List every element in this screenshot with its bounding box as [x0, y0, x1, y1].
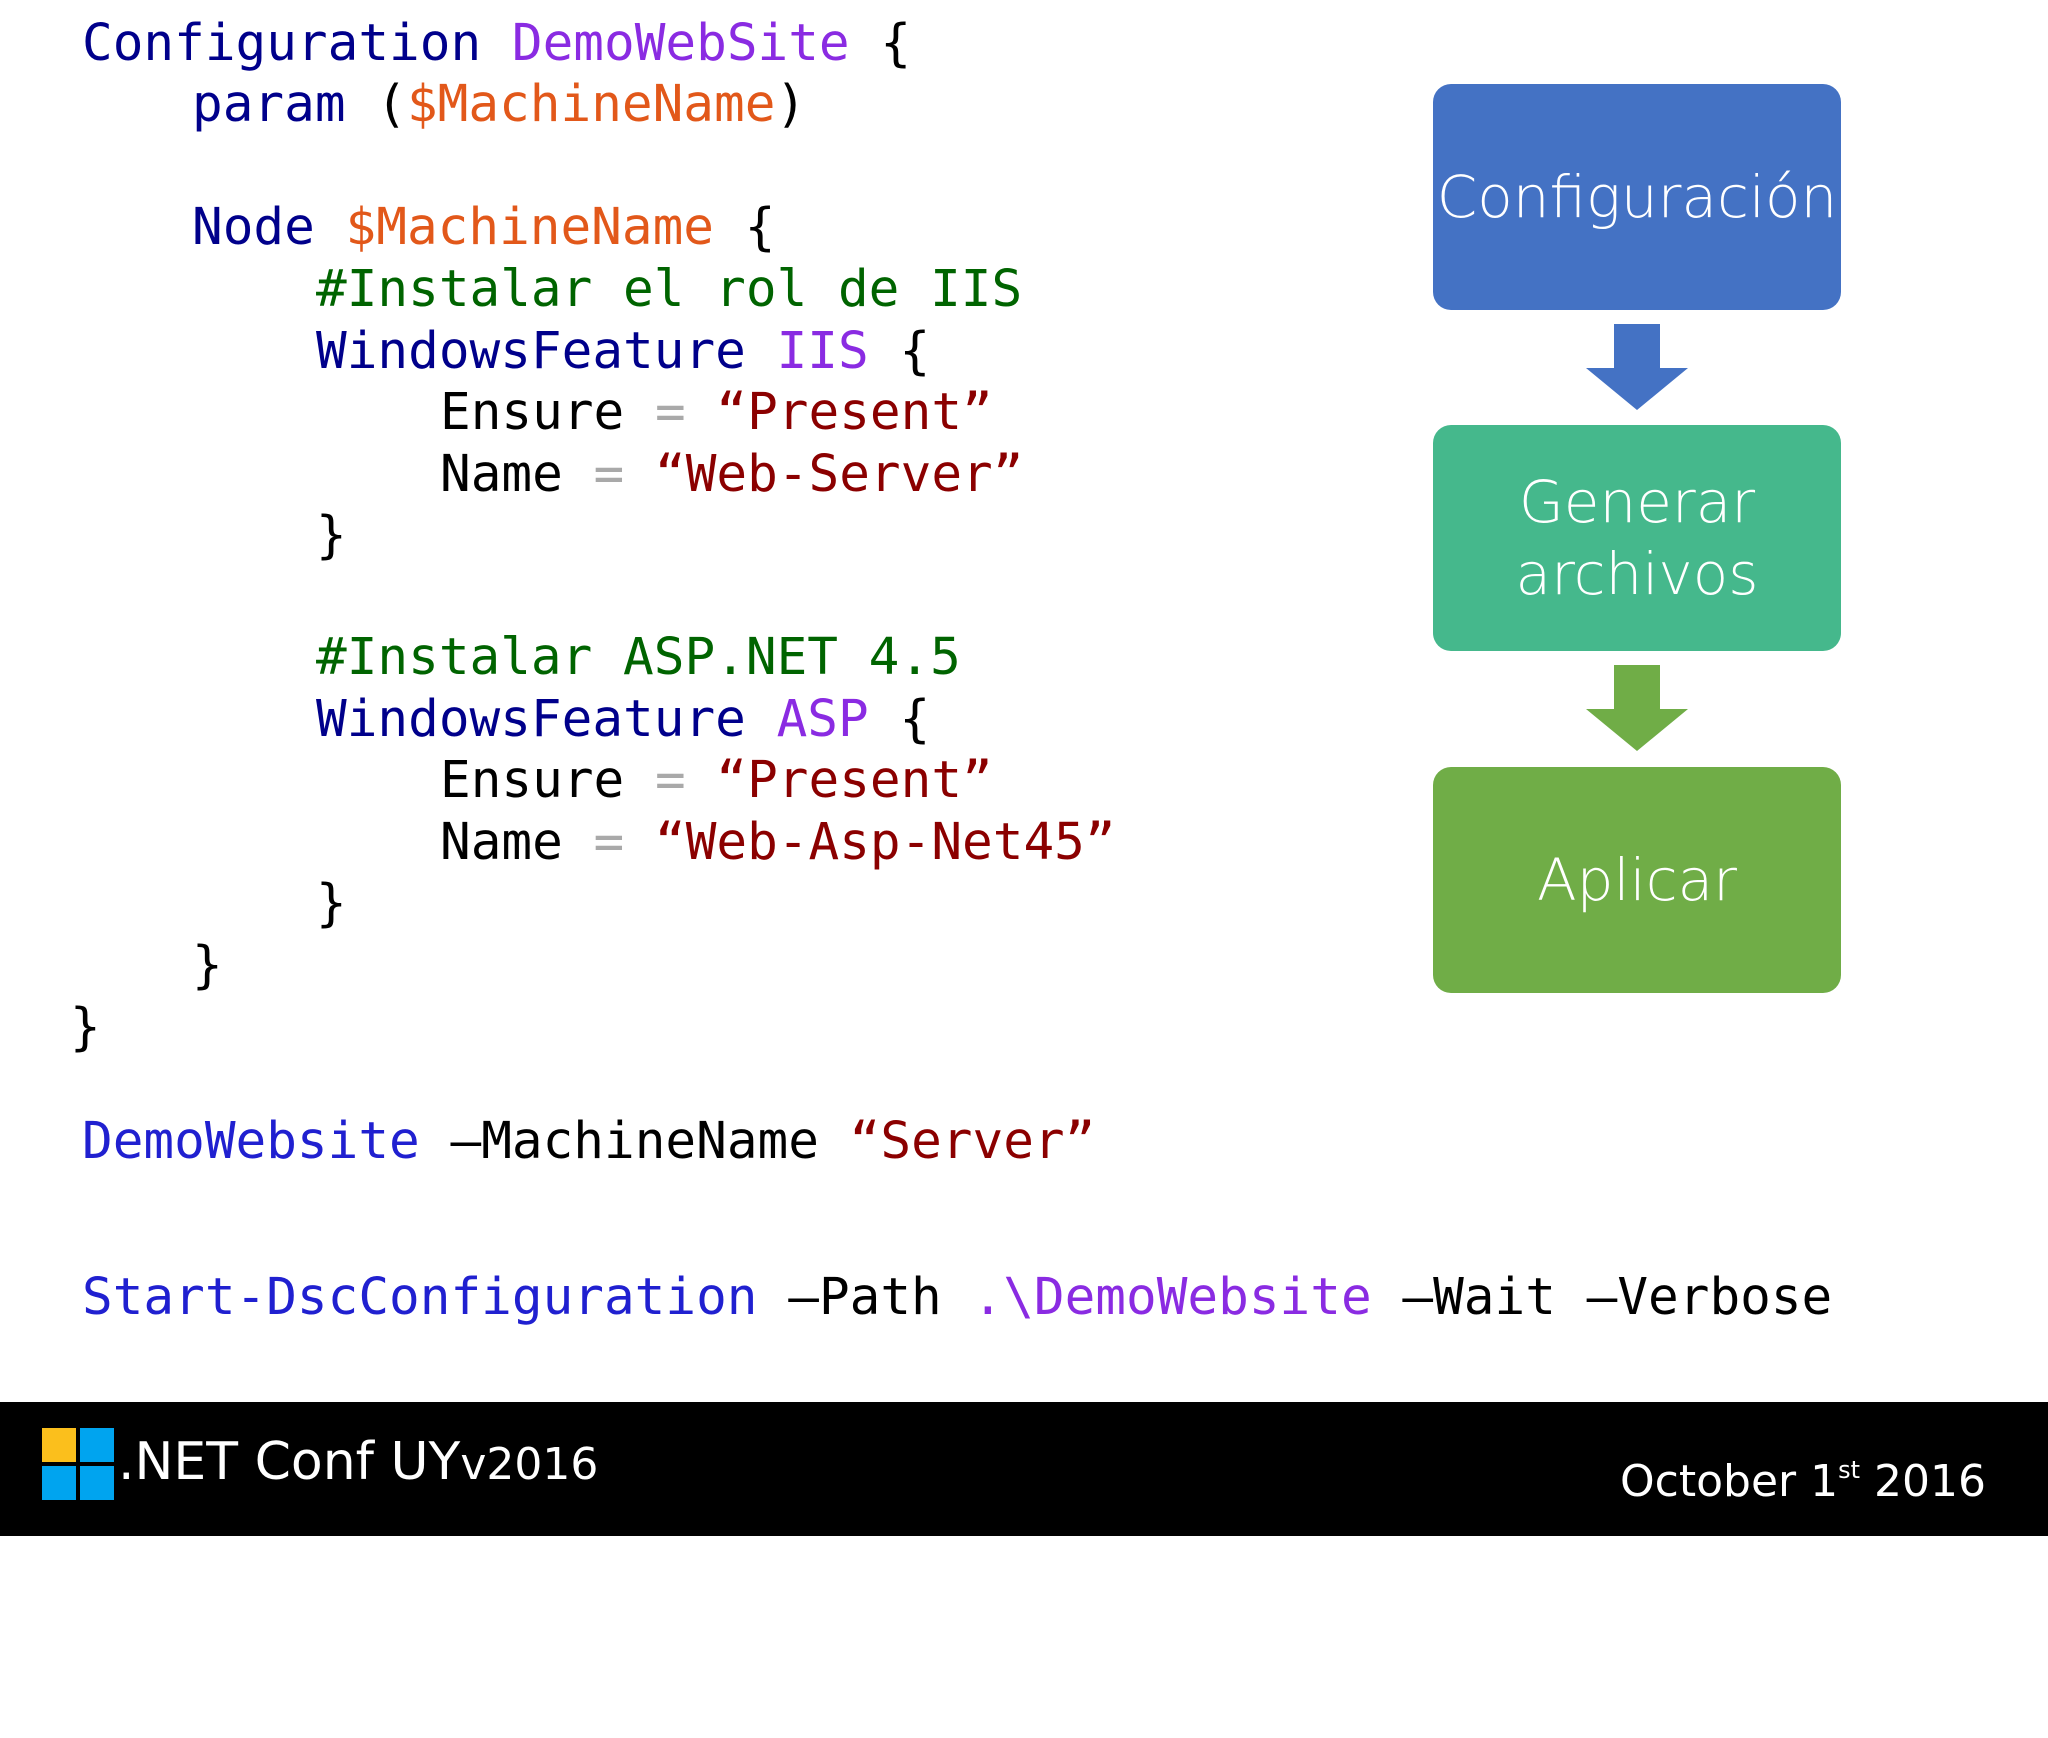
- command-demowebsite: DemoWebsite –MachineName “Server”: [82, 1112, 1096, 1171]
- conference-date: October 1st 2016: [1620, 1456, 1986, 1507]
- code-line-close-iis: }: [316, 506, 347, 565]
- code-line-node: Node $MachineName {: [192, 198, 776, 257]
- code-line-ensure-iis: Ensure = “Present”: [440, 383, 993, 442]
- code-block: Configuration DemoWebSite { param ($Mach…: [0, 0, 1832, 1734]
- code-line-close-node: }: [192, 936, 223, 995]
- code-line-name-asp: Name = “Web-Asp-Net45”: [440, 813, 1116, 872]
- flow-step-aplicar: Aplicar: [1433, 767, 1841, 993]
- arrow-down-icon: [1586, 665, 1688, 751]
- code-line-ensure-asp: Ensure = “Present”: [440, 751, 993, 810]
- flow-step-configuracion: Configuración: [1433, 84, 1841, 310]
- code-line-comment-asp: #Instalar ASP.NET 4.5: [316, 628, 961, 687]
- code-line-name-iis: Name = “Web-Server”: [440, 445, 1024, 504]
- code-line-feature-asp: WindowsFeature ASP {: [316, 690, 931, 749]
- windows-logo-icon: [42, 1428, 114, 1500]
- command-start-dsc: Start-DscConfiguration –Path .\DemoWebsi…: [82, 1268, 1833, 1327]
- code-line-close-config: }: [70, 998, 101, 1057]
- code-line-close-asp: }: [316, 874, 347, 933]
- code-line-param: param ($MachineName): [192, 75, 807, 134]
- conference-brand: .NET Conf UYv2016: [118, 1432, 599, 1492]
- code-line-configuration: Configuration DemoWebSite {: [82, 14, 912, 73]
- footer-bar: .NET Conf UYv2016 October 1st 2016: [0, 1402, 2048, 1536]
- flow-step-generar-archivos: Generar archivos: [1433, 425, 1841, 651]
- arrow-down-icon: [1586, 324, 1688, 410]
- code-line-comment-iis: #Instalar el rol de IIS: [316, 260, 1023, 319]
- code-line-feature-iis: WindowsFeature IIS {: [316, 322, 931, 381]
